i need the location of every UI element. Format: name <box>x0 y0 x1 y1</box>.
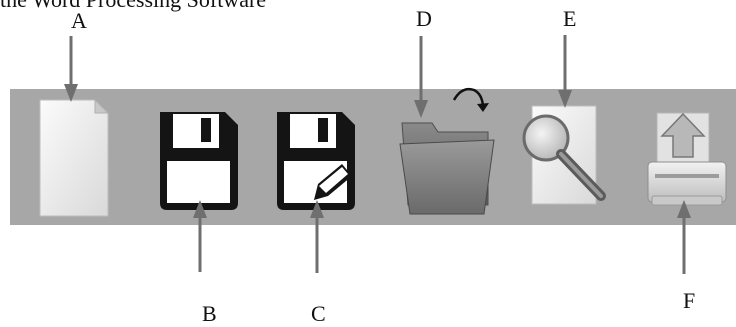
print-icon[interactable] <box>647 112 727 206</box>
magnifier-icon <box>522 114 606 201</box>
pencil-icon <box>314 164 352 200</box>
open-folder-icon[interactable] <box>399 87 495 215</box>
figure-caption: the Word Processing Software <box>0 0 266 11</box>
refresh-arrow-icon <box>452 87 489 112</box>
pointer-arrow-f <box>677 200 691 274</box>
label-c: C <box>311 301 326 326</box>
pointer-arrow-e <box>558 35 572 108</box>
pointer-arrow-a <box>64 36 78 102</box>
new-document-icon[interactable] <box>39 98 110 217</box>
save-as-icon[interactable] <box>277 112 355 210</box>
label-d: D <box>416 6 432 31</box>
pointer-arrow-d <box>414 36 428 118</box>
label-b: B <box>202 301 217 326</box>
toolbar <box>10 89 736 225</box>
save-icon[interactable] <box>160 112 238 210</box>
pointer-arrow-b <box>193 200 207 272</box>
print-preview-icon[interactable] <box>522 105 606 205</box>
label-e: E <box>563 6 577 31</box>
label-a: A <box>71 8 87 33</box>
pointer-arrow-c <box>310 200 324 273</box>
label-f: F <box>683 288 696 313</box>
